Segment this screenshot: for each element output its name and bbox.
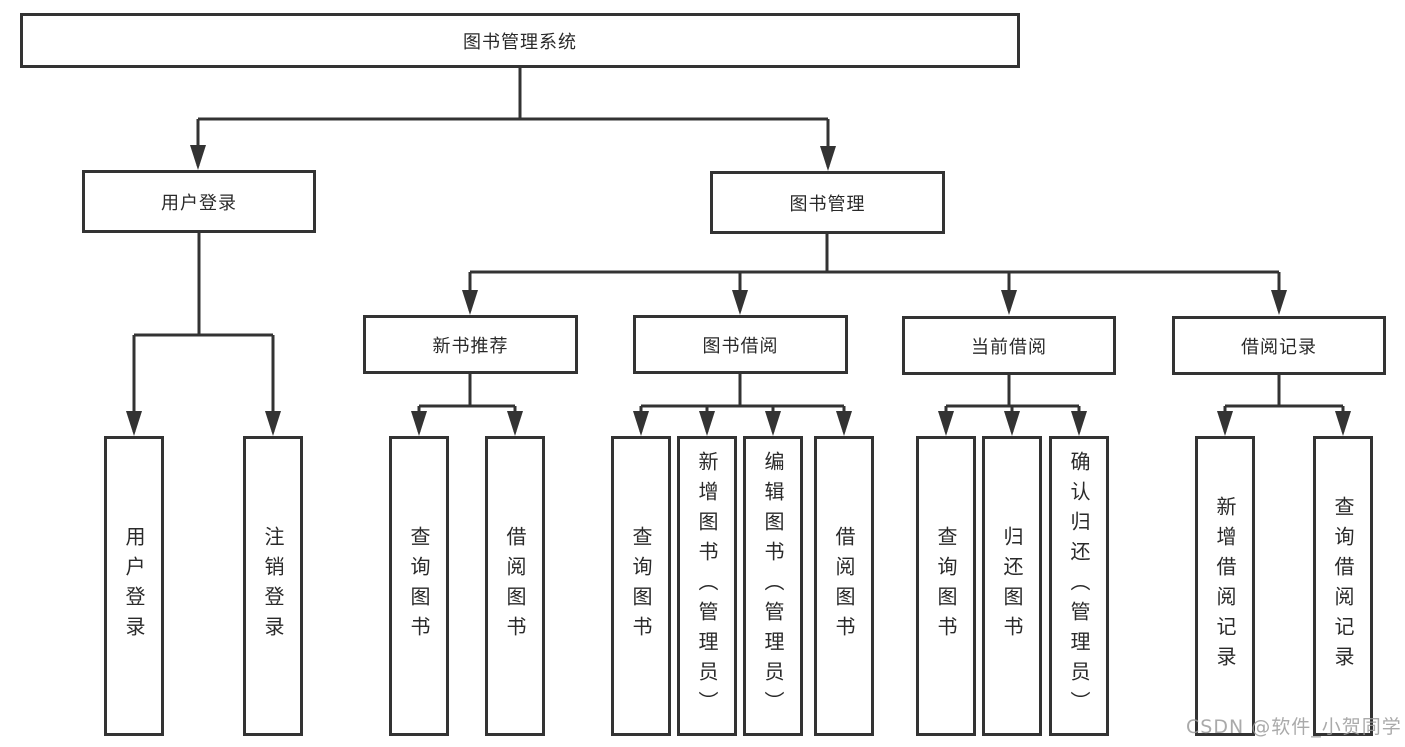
node-user-login-label: 用户登录 xyxy=(161,192,237,214)
node-borrow-record: 借阅记录 xyxy=(1172,316,1386,375)
node-current-borrow: 当前借阅 xyxy=(902,316,1116,375)
leaf-user-login: 用户登录 xyxy=(104,436,164,736)
leaf-edit-book-admin-label: 编辑图书（管理员） xyxy=(761,451,785,721)
leaf-query-book-borrow-label: 查询图书 xyxy=(629,526,653,646)
leaf-return-book: 归还图书 xyxy=(982,436,1042,736)
connector-book-borrow-to-leaves xyxy=(633,374,852,436)
leaf-logout-label: 注销登录 xyxy=(261,526,285,646)
leaf-add-borrow-record-label: 新增借阅记录 xyxy=(1213,496,1237,676)
node-book-borrow: 图书借阅 xyxy=(633,315,848,374)
leaf-query-borrow-record-label: 查询借阅记录 xyxy=(1331,496,1355,676)
leaf-query-book-current: 查询图书 xyxy=(916,436,976,736)
leaf-query-book-borrow: 查询图书 xyxy=(611,436,671,736)
leaf-add-book-admin-label: 新增图书（管理员） xyxy=(695,451,719,721)
leaf-add-borrow-record: 新增借阅记录 xyxy=(1195,436,1255,736)
connector-new-book-recommend-to-leaves xyxy=(411,374,523,436)
leaf-borrow-book: 借阅图书 xyxy=(814,436,874,736)
node-new-book-recommend: 新书推荐 xyxy=(363,315,578,374)
node-root-system: 图书管理系统 xyxy=(20,13,1020,68)
node-borrow-record-label: 借阅记录 xyxy=(1241,336,1317,358)
node-user-login: 用户登录 xyxy=(82,170,316,233)
leaf-query-book-current-label: 查询图书 xyxy=(934,526,958,646)
connector-user-login-to-leaves xyxy=(126,233,281,436)
node-book-management-label: 图书管理 xyxy=(789,193,866,215)
leaf-add-book-admin: 新增图书（管理员） xyxy=(677,436,737,736)
node-book-borrow-label: 图书借阅 xyxy=(702,335,779,357)
node-new-book-recommend-label: 新书推荐 xyxy=(432,335,509,357)
leaf-confirm-return-admin-label: 确认归还（管理员） xyxy=(1067,451,1091,721)
leaf-user-login-label: 用户登录 xyxy=(122,526,146,646)
node-current-borrow-label: 当前借阅 xyxy=(971,336,1047,358)
node-root-label: 图书管理系统 xyxy=(463,31,577,53)
connector-root-to-level2 xyxy=(190,68,836,171)
leaf-borrow-book-label: 借阅图书 xyxy=(832,526,856,646)
leaf-query-book-recommend: 查询图书 xyxy=(389,436,449,736)
leaf-confirm-return-admin: 确认归还（管理员） xyxy=(1049,436,1109,736)
leaf-logout: 注销登录 xyxy=(243,436,303,736)
leaf-query-book-recommend-label: 查询图书 xyxy=(407,526,431,646)
leaf-query-borrow-record: 查询借阅记录 xyxy=(1313,436,1373,736)
csdn-watermark: CSDN @软件_小贺同学 xyxy=(1186,716,1402,738)
connector-book-management-to-level3 xyxy=(462,234,1287,315)
leaf-return-book-label: 归还图书 xyxy=(1000,526,1024,646)
leaf-edit-book-admin: 编辑图书（管理员） xyxy=(743,436,803,736)
node-book-management: 图书管理 xyxy=(710,171,945,234)
leaf-borrow-book-recommend-label: 借阅图书 xyxy=(503,526,527,646)
leaf-borrow-book-recommend: 借阅图书 xyxy=(485,436,545,736)
connector-borrow-record-to-leaves xyxy=(1217,375,1351,436)
connector-current-borrow-to-leaves xyxy=(938,375,1087,436)
